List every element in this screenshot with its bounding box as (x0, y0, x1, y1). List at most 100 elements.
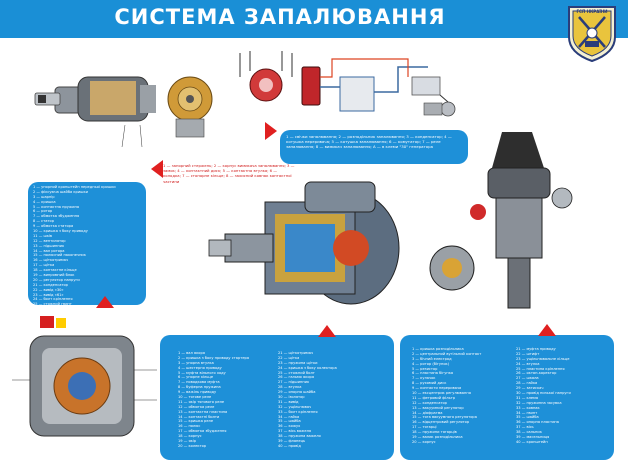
list-item: 11 — шків (33, 233, 53, 238)
list-item: 40 — провід (278, 443, 301, 448)
list-item: 10 — кришка з боку приводу (33, 229, 88, 234)
list-item: 17 — обмотка збудження (178, 429, 227, 434)
circuit-panel-arrow (265, 122, 277, 140)
list-item: 34 — гайка (278, 414, 300, 419)
list-item: 2 — фіксуюча шайба кришки (33, 189, 88, 194)
list-item: 22 — штифт (516, 351, 540, 356)
list-item: 19 — випрямний блок (33, 273, 75, 278)
list-item: 40 — кронштейн (516, 439, 548, 444)
list-item: 18 — пружини тягарців (412, 430, 457, 435)
list-item: 9 — важіль приводу (178, 390, 217, 395)
list-item: 29 — затискач (516, 386, 544, 391)
page-title: СИСТЕМА ЗАПАЛЮВАННЯ (114, 5, 446, 29)
list-item: 4 — кришка (33, 199, 56, 204)
list-item: 27 — шайба (33, 312, 56, 317)
list-item: 2 — центральний вугільний контакт (412, 351, 482, 356)
list-item: 3 — упорна втулка (178, 360, 214, 365)
list-item: 10 — тягове реле (178, 395, 212, 400)
list-item: 25 — пластина кріплення (516, 366, 565, 371)
list-item: 32 — ущільнювач (278, 404, 312, 409)
list-item: 14 — вал ротора (33, 248, 65, 253)
list-item: 12 — обмотка реле (178, 404, 215, 409)
generator-illustration (12, 316, 157, 437)
list-item: 35 — шайба (278, 419, 301, 424)
list-item: 33 — ковпак (516, 405, 540, 410)
list-item: 19 — валик розподільника (412, 435, 463, 440)
list-item: 35 — шайба (516, 415, 539, 420)
list-item: 31 — захисний кожух (33, 331, 75, 336)
list-item: 6 — упорне кільце (178, 375, 214, 380)
list-item: 14 — діафрагма (412, 410, 443, 415)
list-item: 26 — гайка шківа (33, 307, 67, 312)
switch-caption-arrow (151, 160, 163, 178)
list-item: 16 — полюс (178, 424, 201, 429)
list-item: 7 — кулачок (412, 376, 436, 381)
list-item: 39 — масельниця (516, 435, 550, 440)
list-item: 30 — провід низької напруги (516, 391, 571, 396)
list-item: 31 — вивід (278, 399, 299, 404)
list-item: 11 — фетровий фільтр (412, 395, 456, 400)
list-item: 12 — конденсатор (412, 400, 447, 405)
list-item: 19 — якір (178, 439, 197, 444)
list-item: 13 — контактна пластина (178, 409, 228, 414)
list-item: 16 — щіткотримач (33, 258, 69, 263)
list-item: 8 — рухомий диск (412, 381, 447, 386)
list-item: 34 — гвинт (516, 410, 538, 415)
list-item: 6 — ротор (33, 209, 53, 214)
list-item: 24 — болт кріплення (33, 297, 73, 302)
list-item: 23 — ущільнювальне кільце (516, 356, 570, 361)
list-item: 3 — шарнір (33, 194, 55, 199)
list-item: 22 — вивід «30» (33, 287, 64, 292)
distributor-panel-arrow (538, 324, 556, 336)
list-item: 2 — кришка з боку приводу стартера (178, 355, 250, 360)
list-item: 37 — вісь (516, 425, 534, 430)
list-item: 9 — контакти переривача (412, 386, 462, 391)
list-item: 12 — вентилятор (33, 238, 66, 243)
list-item: 29 — кришка з боку контактних кілець (33, 321, 108, 326)
emblem-text: ГСП НКРАЇНИ (576, 9, 608, 14)
list-item: 31 — клема (516, 395, 539, 400)
list-item: 4 — шестерня приводу (178, 365, 222, 370)
list-item: 21 — муфта приводу (516, 347, 556, 351)
list-item: 7 — поводкова муфта (178, 380, 220, 385)
list-item: 18 — корпус (178, 434, 202, 439)
list-item: 24 — втулка (516, 361, 540, 366)
ignition-switch-caption: 1 — запорний стержень; 2 — корпус вимика… (163, 163, 295, 184)
list-item: 6 — пластина бігунка (412, 371, 454, 376)
list-item: 23 — пружина щітки (278, 360, 318, 365)
list-item: 18 — контактне кільце (33, 268, 77, 273)
ignition-circuit-diagram (239, 51, 456, 117)
list-item: 27 — шкала (516, 376, 539, 381)
distributor-illustration (429, 132, 573, 309)
list-item: 15 — тяга вакуумного регулятора (412, 415, 477, 420)
list-item: 5 — резистор (412, 366, 438, 371)
list-item: 5 — муфта вільного ходу (178, 370, 226, 375)
list-item: 21 — конденсатор (33, 282, 68, 287)
list-item: 4 — ротор (бігунок) (412, 361, 450, 366)
list-item: 38 — пружина важеля (278, 434, 321, 439)
list-item: 39 — фланець (278, 439, 306, 444)
list-item: 5 — контактна пружина (33, 204, 80, 209)
list-item: 9 — обмотка статора (33, 224, 74, 229)
list-item: 23 — вивід «61» (33, 292, 64, 297)
list-item: 22 — щітка (278, 355, 300, 360)
list-item: 13 — вакуумний регулятор (412, 405, 464, 410)
list-item: 17 — щітка (33, 263, 55, 268)
list-item: 28 — втулка (278, 385, 302, 390)
list-item: 37 — вісь важеля (278, 429, 312, 434)
list-item: 1 — упорний кронштейн передньої кришки (33, 185, 116, 189)
circuit-caption-panel: 1 — свічки запалювання; 2 — розподільник… (280, 130, 468, 164)
list-item: 8 — буферна пружина (178, 385, 221, 390)
list-item: 1 — вал якоря (178, 351, 205, 355)
list-item: 7 — обмотка збудження (33, 214, 80, 219)
list-item: 26 — гальмо якоря (278, 375, 314, 380)
list-item: 32 — пружинна засувка (516, 400, 562, 405)
list-item: 8 — статор (33, 219, 55, 224)
list-item: 36 — кожух (278, 424, 301, 429)
list-item: 14 — контактні болти (178, 414, 220, 419)
